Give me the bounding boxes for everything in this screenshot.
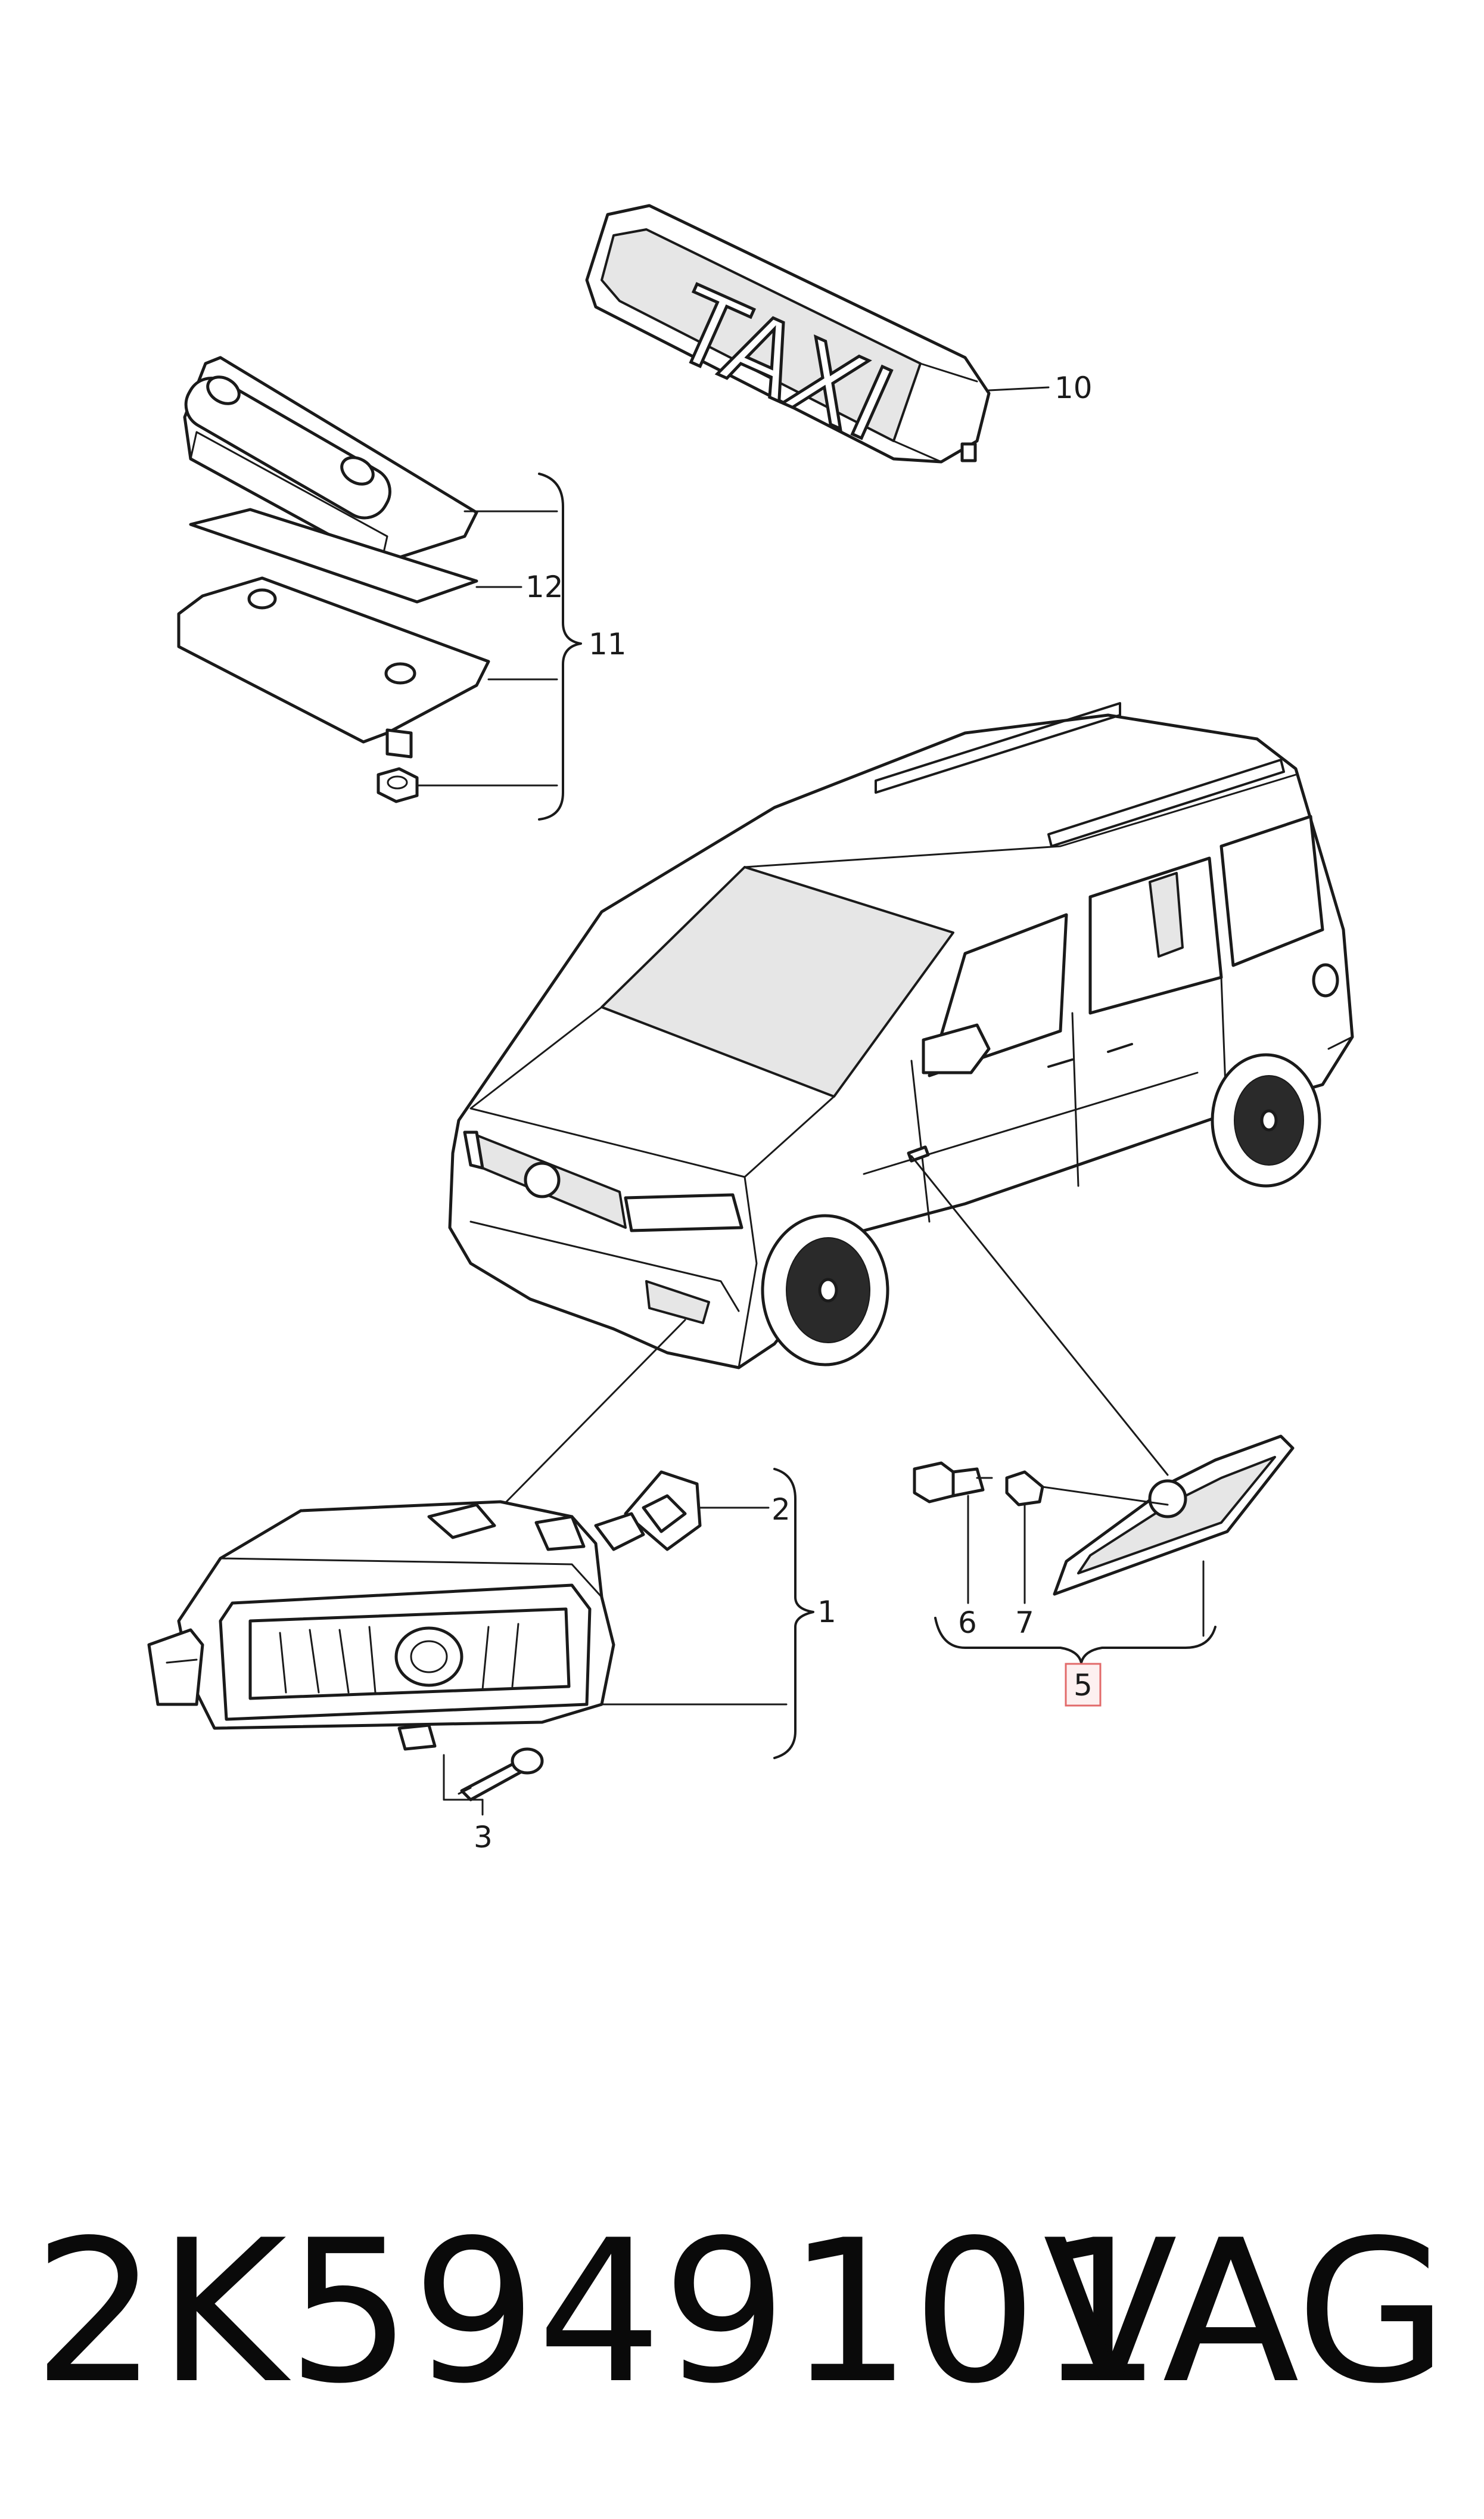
taxi-roof-sign: TAXI 10	[585, 204, 1093, 466]
callout-2: 2	[771, 1492, 791, 1527]
callout-3: 3	[474, 1820, 493, 1855]
callout-6: 6	[958, 1605, 977, 1640]
roof-mount-kit: 12 11	[177, 356, 627, 821]
callout-1: 1	[817, 1595, 836, 1629]
leader-fog-lamp	[505, 1319, 686, 1503]
vehicle-illustration	[448, 702, 1354, 1369]
fog-lamp-assembly: 2 3 1	[147, 1468, 836, 1855]
rear-wheel	[1211, 1053, 1321, 1188]
highlight-box	[1065, 1663, 1102, 1707]
side-indicator-assembly: 6 7 5	[913, 1434, 1295, 1707]
front-wheel	[761, 1214, 889, 1366]
leader-side-indicator	[910, 1155, 1169, 1476]
part-number-label: 2K5949101A	[33, 2198, 1297, 2427]
callout-7: 7	[1015, 1605, 1034, 1640]
callout-5: 5	[1074, 1668, 1093, 1703]
brand-label: VAG	[1043, 2198, 1448, 2427]
callout-10: 10	[1054, 371, 1093, 405]
callout-11: 11	[589, 627, 627, 661]
callout-12: 12	[525, 570, 564, 604]
